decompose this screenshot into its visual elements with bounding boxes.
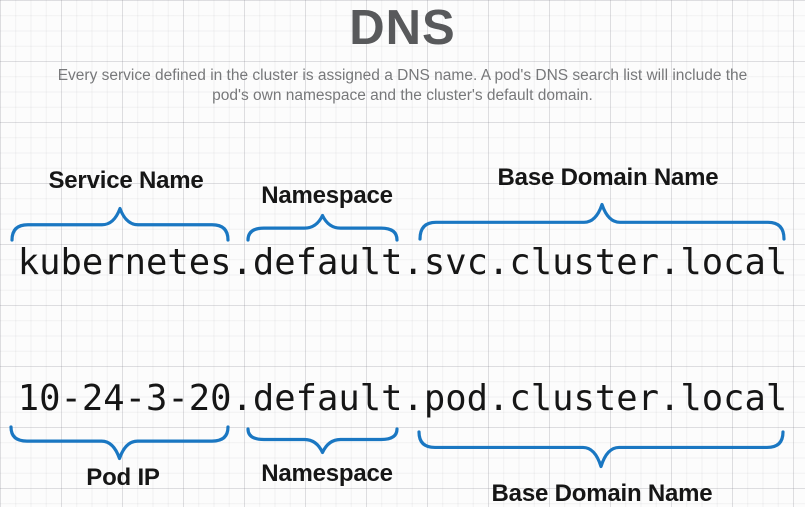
brace-base-domain-top [418,202,786,241]
brace-namespace-top [246,213,399,242]
label-pod-ip: Pod IP [86,464,160,491]
brace-namespace-bottom [246,427,399,455]
label-base-domain-top: Base Domain Name [497,164,719,191]
brace-service-name [10,206,230,242]
service-dns-record: kubernetes.default.svc.cluster.local [17,242,788,283]
label-service-name: Service Name [48,167,204,194]
label-namespace-bottom: Namespace [261,460,393,487]
subtitle-line-1: Every service defined in the cluster is … [57,67,748,84]
pod-dns-record: 10-24-3-20.default.pod.cluster.local [17,378,788,419]
subtitle-line-2: pod's own namespace and the cluster's de… [212,86,593,104]
subtitle: Every service defined in the cluster is … [0,66,805,105]
label-namespace-top: Namespace [261,182,393,209]
brace-base-domain-bottom [417,430,785,469]
label-base-domain-bottom: Base Domain Name [491,480,713,507]
page-title: DNS [349,1,456,55]
brace-pod-ip [9,425,230,461]
